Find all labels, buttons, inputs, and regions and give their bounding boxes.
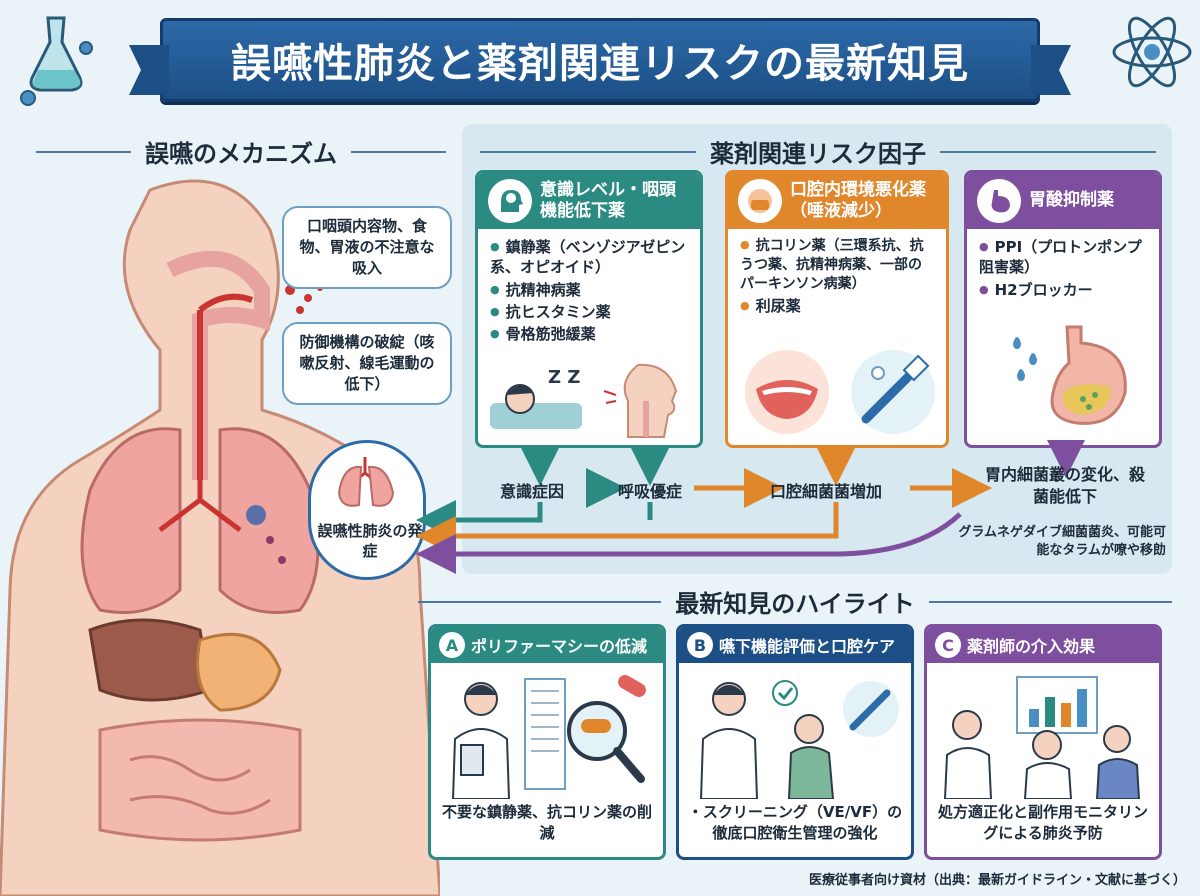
flow-gastric: 胃内細菌叢の変化、殺菌能低下	[984, 465, 1145, 506]
risk-item: PPI（プロトンポンプ阻害薬）	[979, 237, 1147, 278]
highlight-text-b: ・スクリーニング（VE/VF）の徹底口腔衛生管理の強化	[687, 802, 903, 843]
atom-icon	[1112, 16, 1192, 88]
pharmacist-magnifier-illustration	[451, 675, 646, 799]
source-footer: 医療従事者向け資材（出典：最新ガイドライン・文献に基づく）	[808, 873, 1186, 888]
risk-item: 抗精神病薬	[490, 280, 688, 300]
risk-card-oral: 口腔内環境悪化薬（唾液減少） 抗コリン薬（三環系抗、抗うつ薬、抗精神病薬、一部の…	[725, 170, 949, 448]
toothbrush-icon	[851, 350, 935, 434]
flow-note: グラムネゲダイブ細菌菌炎、可能可能なタラムが嘹や移勆	[958, 525, 1166, 559]
inhalation-bubble: 口咽頭内容物、食物、胃液の不注意な吸入	[282, 206, 452, 289]
risk-card-acid: 胃酸抑制薬 PPI（プロトンポンプ阻害薬） H2ブロッカー	[964, 170, 1162, 448]
risk-item: 抗コリン薬（三環系抗、抗うつ薬、抗精神病薬、一部のパーキンソン病薬）	[740, 237, 934, 294]
stomach-icon	[977, 179, 1021, 223]
risk-item: 骨格筋弛緩薬	[490, 324, 688, 344]
risk-item: 抗ヒスタミン薬	[490, 302, 688, 322]
risk-heading: 薬剤関連リスク因子	[480, 134, 1156, 169]
risk-item: 鎮静薬（ベンゾジアゼピン系、オピオイド）	[490, 237, 688, 278]
onset-circle: 誤嚥性肺炎の発症	[308, 440, 426, 580]
defense-failure-bubble: 防御機構の破綻（咳嗽反射、線毛運動の低下）	[282, 322, 452, 405]
head-brain-icon	[488, 179, 532, 223]
flow-respiratory: 呼吸優症	[618, 482, 683, 501]
dry-mouth-icon	[745, 350, 829, 434]
badge-b: B	[687, 632, 713, 658]
highlight-text-a: 不要な鎮静薬、抗コリン薬の削減	[441, 802, 652, 843]
stomach-drops-illustration	[1013, 325, 1127, 425]
mouth-mask-icon	[738, 179, 782, 223]
throat-profile-icon	[603, 363, 678, 438]
page-title: 誤嚥性肺炎と薬剤関連リスクの最新知見	[231, 41, 969, 87]
flask-molecule-icon	[20, 16, 93, 106]
highlight-card-a: A ポリファーマシーの低減 不要な鎮静薬、抗コリン薬の削減	[428, 624, 666, 860]
highlights-panel: 最新知見のハイライト A ポリファーマシーの低減 不要な鎮静薬、抗コリン薬の削減…	[418, 590, 1172, 866]
highlights-heading: 最新知見のハイライト	[418, 584, 1172, 619]
swallow-evaluation-illustration	[699, 680, 899, 799]
flow-consciousness: 意識症因	[500, 482, 565, 501]
flow-arrows	[416, 440, 1086, 574]
pharmacist-team-illustration	[943, 676, 1141, 799]
flow-oral-bacteria: 口腔細菌菌増加	[770, 482, 883, 501]
mechanism-heading: 誤嚥のメカニズム	[36, 134, 446, 169]
lungs-icon	[337, 457, 395, 507]
sleeping-patient-icon: Z Z	[490, 367, 582, 429]
badge-a: A	[439, 632, 465, 658]
highlight-card-c: C 薬剤師の介入効果 処方適正化と副作用モニタリングによる肺炎予防	[924, 624, 1162, 860]
badge-c: C	[935, 632, 961, 658]
risk-card-consciousness: 意識レベル・咽頭機能低下薬 鎮静薬（ベンゾジアゼピン系、オピオイド） 抗精神病薬…	[475, 170, 703, 448]
onset-label: 誤嚥性肺炎の発症	[317, 522, 423, 561]
body-anatomy-illustration	[0, 179, 440, 896]
risk-item: H2ブロッカー	[979, 280, 1147, 300]
risk-item: 利尿薬	[740, 296, 934, 316]
highlight-text-c: 処方適正化と副作用モニタリングによる肺炎予防	[937, 802, 1148, 843]
highlight-card-b: B 嚥下機能評価と口腔ケア ・スクリーニング（VE/VF）の徹底口腔衛生管理の強…	[676, 624, 914, 860]
title-banner: 誤嚥性肺炎と薬剤関連リスクの最新知見	[129, 18, 1071, 102]
svg-text:Z Z: Z Z	[548, 367, 580, 388]
